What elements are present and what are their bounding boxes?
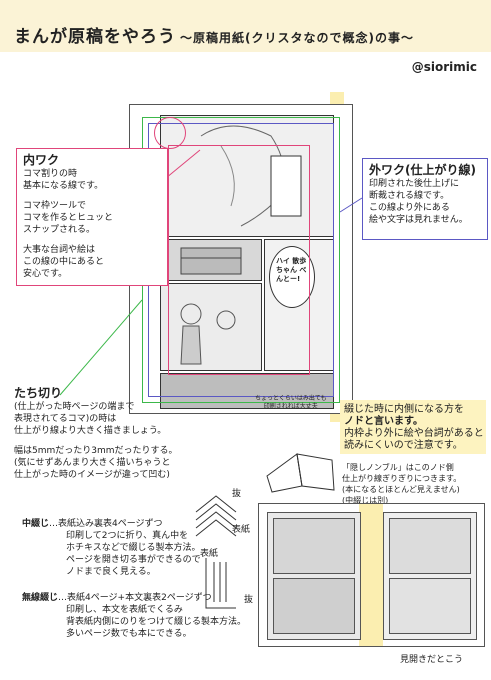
perfect-binding-line-3: 多いページ数でも本にできる。 — [66, 629, 192, 639]
character-sketch — [200, 125, 302, 227]
hidden-nombre-line-3: (中綴じは別) — [342, 496, 389, 505]
bento-sketch — [180, 247, 242, 275]
bleed-line-2: 仕上がり線より大きく描きましょう。 — [14, 426, 167, 436]
saddle-stitch-heading: 中綴じ — [22, 519, 50, 529]
manga-panel-middle — [160, 283, 262, 371]
saddle-stitch-section: 中綴じ…表紙込み裏表4ページずつ 印刷して2つに折り、真ん中を ホチキスなどで綴… — [22, 518, 201, 578]
sketch-label-nuki2: 抜 — [244, 595, 254, 605]
inner-frame-callout: 内ワク コマ割りの時 基本になる線です。 コマ枠ツールで コマを作るとヒュッと … — [16, 148, 168, 286]
perfect-binding-section: 無線綴じ…表紙4ページ+本文裏表2ページずつ 印刷し、本文を表紙でくるみ 背表紙… — [22, 592, 246, 640]
page-note: ちょっとくらいはみ出ても 印刷されれば大丈夫 — [255, 395, 327, 411]
perfect-binding-heading: 無線綴じ — [22, 593, 59, 603]
figures-sketch — [180, 303, 236, 365]
title-sub: 〜原稿用紙(クリスタなので概念)の事〜 — [180, 31, 414, 45]
saddle-stitch-line-2: ホチキスなどで綴じる製本方法。 — [66, 543, 201, 553]
inner-frame-heading: 内ワク — [23, 153, 60, 167]
sketch-label-nuki: 抜 — [232, 489, 242, 499]
sketch-label-hyoshi2: 表紙 — [200, 549, 219, 559]
outer-frame-line-3: 絵や文字は見れません。 — [369, 215, 468, 225]
outer-frame-line-1: 断裁される線です。 — [369, 191, 450, 201]
page-note-line1: ちょっとくらいはみ出ても — [255, 395, 327, 402]
page-note-line2: 印刷されれば大丈夫 — [263, 403, 318, 410]
hidden-nombre-text: 「隠しノンブル」はこのノド側 仕上がり線ぎりぎりにつきます。 (本になるとほとん… — [342, 462, 461, 506]
perfect-binding-line-2: 背表紙内側にのりをつけて綴じる製本方法。 — [66, 617, 247, 627]
bleed-line-6: 仕上がった時のイメージが違って凹む) — [14, 470, 170, 480]
saddle-stitch-line-3: ページを開き切る事ができるので — [66, 555, 201, 565]
sketch-label-hyoshi: 表紙 — [232, 525, 251, 535]
hidden-nombre-line-0: 「隠しノンブル」はこのノド側 — [342, 463, 454, 472]
inner-frame-line-3: コマ枠ツールで — [23, 201, 87, 211]
header-band — [0, 0, 491, 52]
saddle-stitch-line-1: 印刷して2つに折り、真ん中を — [66, 531, 189, 541]
bleed-line-4: 幅は5mmだったり3mmだったりする。 — [14, 446, 178, 456]
saddle-stitch-sketch — [195, 495, 237, 537]
bubble-text: ハイ 散歩ちゃん べんとー! — [276, 257, 307, 283]
gutter-line-0: 綴じた時に内側になる方を — [344, 404, 464, 415]
inner-frame-line-8: この線の中にあると — [23, 257, 105, 267]
hidden-nombre-line-2: (本になるとほとんど見えません) — [342, 485, 460, 494]
inner-frame-line-7: 大事な台詞や絵は — [23, 245, 96, 255]
gutter-callout — [340, 400, 486, 454]
inner-frame-line — [168, 145, 310, 375]
spacer — [14, 437, 178, 445]
title-main: まんが原稿をやろう — [14, 27, 176, 47]
bleed-section: たち切り (仕上がった時ページの端まで 表現されてるコマ)の時は 仕上がり線より… — [14, 386, 178, 481]
spacer — [23, 236, 161, 244]
saddle-stitch-line-4: ノドまで良く見える。 — [66, 567, 156, 577]
gutter-line-1: ノドと言います。 — [344, 416, 423, 427]
saddle-stitch-line-0: …表紙込み裏表4ページずつ — [49, 519, 163, 529]
bleed-line-0: (仕上がった時ページの端まで — [14, 402, 135, 412]
author-handle: @siorimic — [411, 60, 477, 74]
inner-frame-line-4: コマを作るとヒュッと — [23, 213, 114, 223]
page-title: まんが原稿をやろう〜原稿用紙(クリスタなので概念)の事〜 — [14, 22, 414, 47]
speech-bubble: ハイ 散歩ちゃん べんとー! — [269, 246, 315, 308]
margin-circle — [154, 117, 186, 149]
manga-panel-bottom — [160, 373, 334, 409]
outer-frame-line-0: 印刷された後仕上げに — [369, 179, 460, 189]
perfect-binding-sketch — [205, 558, 236, 609]
spread-panel-3 — [273, 578, 355, 634]
spread-gutter — [359, 504, 383, 646]
gutter-line-3: 読みにくいので注意です。 — [344, 440, 463, 451]
spread-panel-4 — [389, 578, 471, 634]
inner-frame-line-0: コマ割りの時 — [23, 169, 78, 179]
perfect-binding-line-0: …表紙4ページ+本文裏表2ページずつ — [58, 593, 212, 603]
hidden-nombre-line-1: 仕上がり線ぎりぎりにつきます。 — [342, 474, 462, 483]
spread-panel-1 — [273, 518, 355, 574]
spread-sample — [258, 503, 485, 647]
open-book-icon — [266, 453, 335, 493]
gutter-line-2: 内枠より外に絵や台詞があると — [344, 428, 484, 439]
spread-label: 見開きだとこう — [400, 655, 464, 665]
gutter-text: 綴じた時に内側になる方を ノドと言います。 内枠より外に絵や台詞があると 読みに… — [344, 404, 484, 452]
inner-frame-line-1: 基本になる線です。 — [23, 181, 104, 191]
outer-frame-heading: 外ワク(仕上がり線) — [369, 163, 476, 177]
spread-panel-2 — [389, 518, 471, 574]
inner-frame-line-5: スナップされる。 — [23, 225, 96, 235]
bleed-heading: たち切り — [14, 386, 63, 400]
bleed-line-1: 表現されてるコマ)の時は — [14, 414, 117, 424]
inner-frame-line-9: 安心です。 — [23, 269, 68, 279]
perfect-binding-line-1: 印刷し、本文を表紙でくるみ — [66, 605, 183, 615]
bleed-line-5: (気にせずあんまり大きく描いちゃうと — [14, 458, 171, 468]
outer-frame-callout: 外ワク(仕上がり線) 印刷された後仕上げに 断裁される線です。 この線より外にあ… — [362, 158, 488, 240]
outer-frame-line-2: この線より外にある — [369, 203, 450, 213]
spacer — [23, 192, 161, 200]
